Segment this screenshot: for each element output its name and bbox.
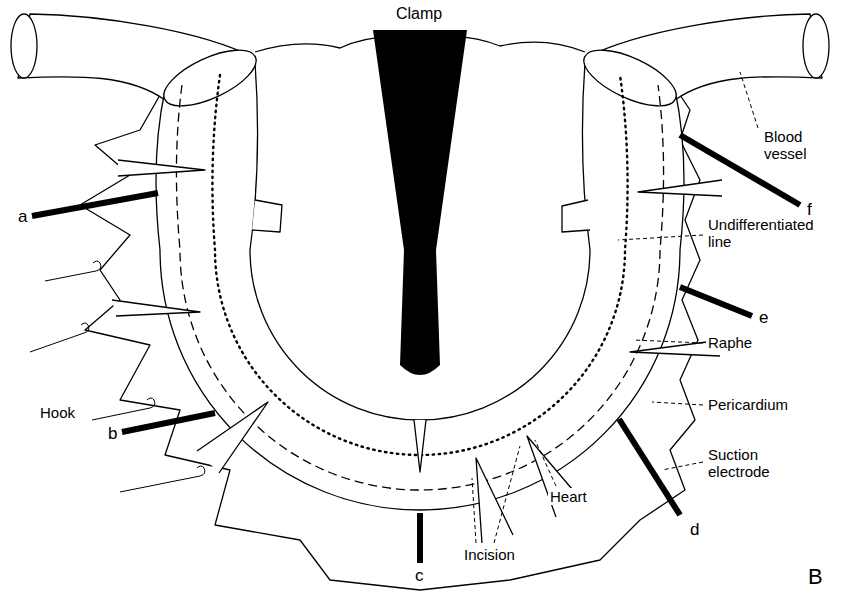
callout-letter: a — [16, 207, 29, 227]
callout-letter: e — [757, 308, 770, 328]
callout-letter: c — [413, 566, 426, 586]
part-label: Incision — [462, 546, 517, 563]
vessel-end — [803, 14, 829, 78]
heart-end — [576, 39, 684, 118]
heart-end — [156, 39, 264, 118]
part-label: Raphe — [706, 334, 754, 351]
vessel-end — [11, 14, 37, 78]
part-label: Undifferentiated line — [706, 216, 830, 251]
callout-letter: f — [805, 200, 814, 220]
part-label: Blood vessel — [762, 128, 836, 163]
part-label: Clamp — [394, 5, 444, 23]
callout-letter: b — [106, 424, 119, 444]
suction-electrode — [32, 135, 800, 563]
clamp — [373, 30, 467, 375]
callout-letter: B — [806, 564, 825, 589]
part-label: Suction electrode — [706, 446, 800, 481]
hook — [30, 261, 205, 492]
part-label: Hook — [38, 404, 77, 421]
part-label: Pericardium — [706, 396, 790, 413]
part-label: Heart — [548, 488, 589, 505]
callout-letter: d — [688, 520, 701, 540]
